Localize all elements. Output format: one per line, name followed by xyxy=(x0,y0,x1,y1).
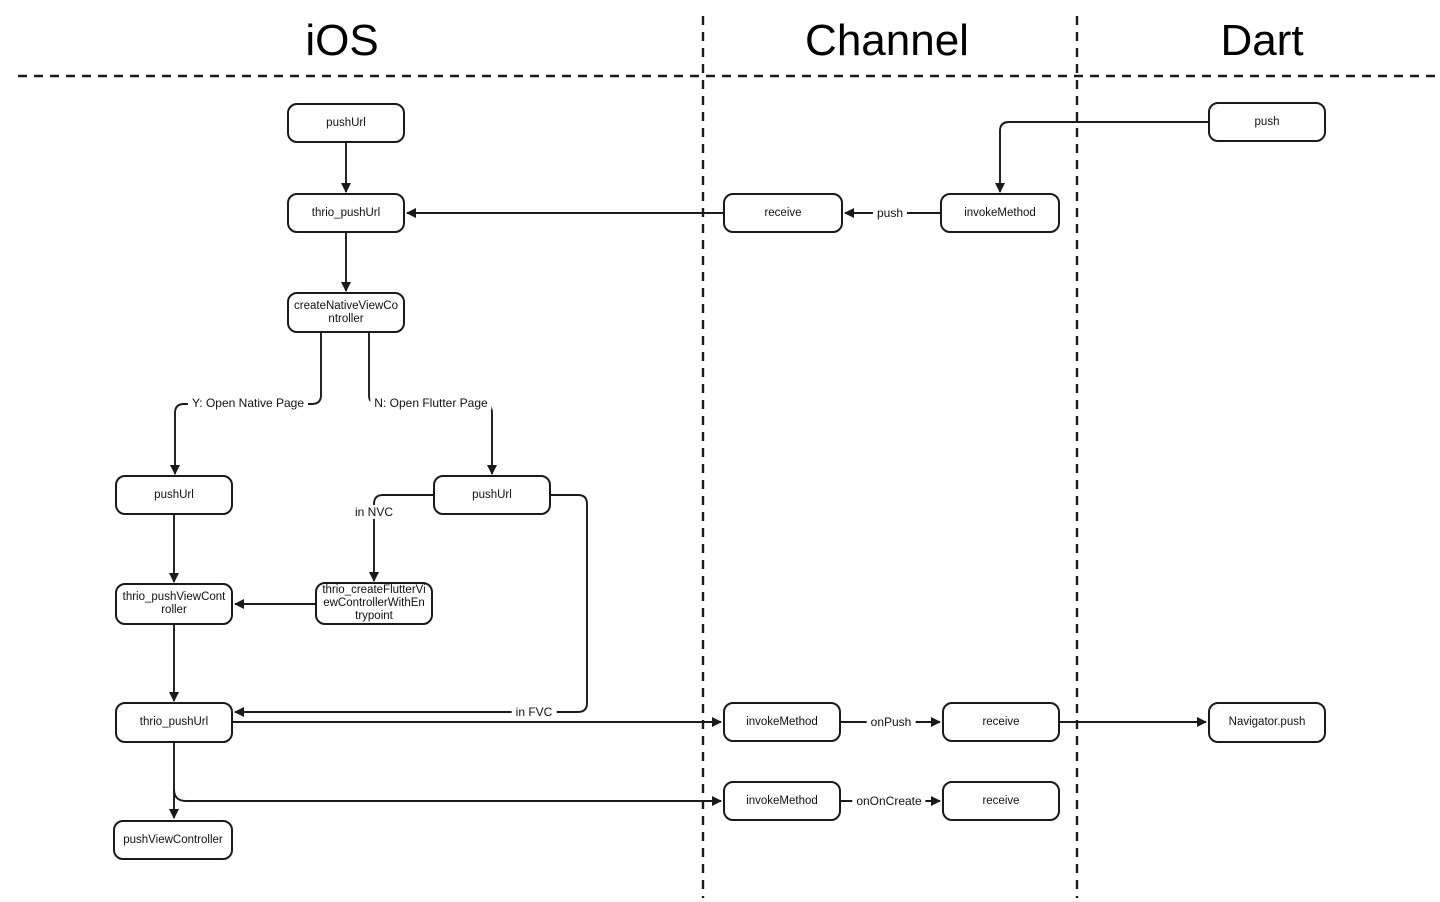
node-pushurl-flutter: pushUrl xyxy=(433,475,551,515)
node-invoke-method-top: invokeMethod xyxy=(940,193,1060,233)
edge-label-open-flutter-page: N: Open Flutter Page xyxy=(370,396,492,410)
lane-separators xyxy=(18,16,1440,898)
node-create-native-view-controller: createNativeViewController xyxy=(287,292,405,333)
edge-thriopushurl2-to-invokemethod3 xyxy=(173,788,722,806)
edge-pushdart-to-invokemethod1 xyxy=(995,121,1208,193)
edge-label-push: push xyxy=(872,206,908,220)
node-invoke-method-ononcreate: invokeMethod xyxy=(723,781,841,821)
node-receive-ononcreate: receive xyxy=(942,781,1060,821)
node-pushurl-native: pushUrl xyxy=(115,475,233,515)
node-thrio-pushurl-bottom: thrio_pushUrl xyxy=(115,702,233,743)
edge-label-in-fvc: in FVC xyxy=(511,705,557,719)
node-receive-onpush: receive xyxy=(942,702,1060,742)
lane-title-dart: Dart xyxy=(1220,16,1304,65)
node-push-view-controller: pushViewController xyxy=(113,820,233,860)
node-navigator-push: Navigator.push xyxy=(1208,702,1326,743)
node-thrio-push-view-controller: thrio_pushViewController xyxy=(115,583,233,625)
node-pushurl-top: pushUrl xyxy=(287,103,405,143)
lane-title-channel: Channel xyxy=(805,16,969,65)
edge-label-open-native-page: Y: Open Native Page xyxy=(187,396,309,410)
edge-pushurl-flutter-in-nvc-to-createfvc xyxy=(369,494,433,582)
node-thrio-pushurl-top: thrio_pushUrl xyxy=(287,193,405,233)
node-receive-top: receive xyxy=(723,193,843,233)
node-invoke-method-onpush: invokeMethod xyxy=(723,702,841,742)
edge-label-ononcreate: onOnCreate xyxy=(852,794,926,808)
edge-label-onpush: onPush xyxy=(866,715,916,729)
node-thrio-create-flutter-vc-with-entrypoint: thrio_createFlutterViewControllerWithEnt… xyxy=(315,582,433,625)
node-push-dart: push xyxy=(1208,102,1326,142)
edge-pushurl-flutter-in-fvc-to-thriopushurl2 xyxy=(234,494,588,717)
lane-title-ios: iOS xyxy=(305,16,379,65)
edge-label-in-nvc: in NVC xyxy=(350,505,398,519)
